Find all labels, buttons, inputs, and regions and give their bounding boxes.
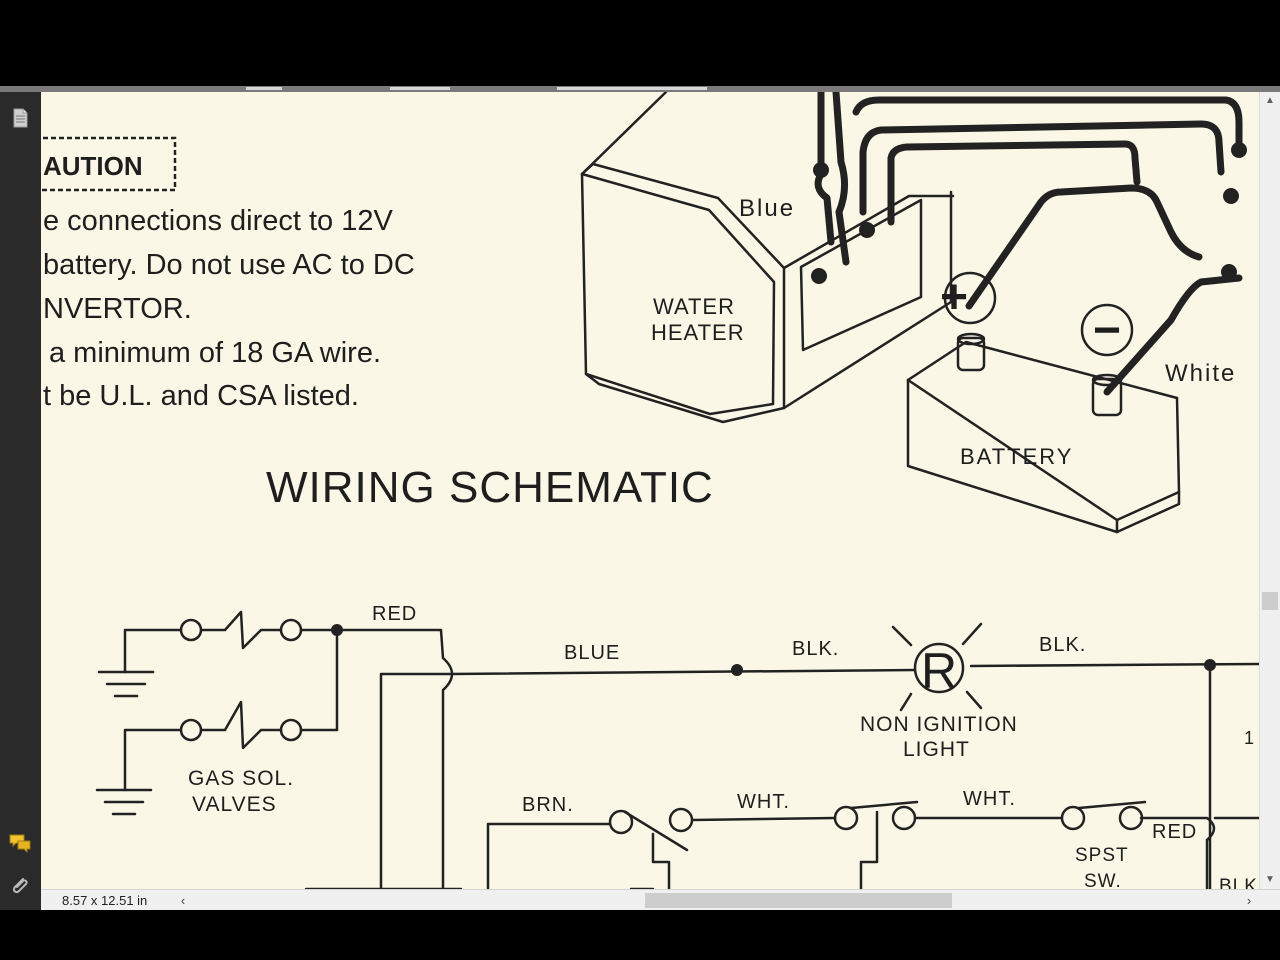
caution-line-5: t be U.L. and CSA listed. [43, 380, 359, 412]
label-red-top: RED [372, 603, 417, 625]
scroll-right-icon[interactable]: › [1246, 893, 1252, 908]
navigation-panel [0, 92, 41, 910]
battery-label: BATTERY [960, 444, 1073, 469]
status-bar: 8.57 x 12.51 in ‹ › [41, 889, 1280, 911]
label-blue: BLUE [564, 642, 620, 664]
caution-line-2: battery. Do not use AC to DC [43, 249, 415, 281]
non-ignition-light-symbol: R [921, 643, 957, 699]
attachment-icon[interactable] [6, 872, 34, 900]
label-spst-2: SW. [1084, 871, 1122, 889]
document-page: AUTION e connections direct to 12V batte… [41, 92, 1259, 889]
label-gas-sol-2: VALVES [192, 793, 277, 816]
caution-line-4: a minimum of 18 GA wire. [49, 337, 381, 369]
horizontal-scrollbar[interactable]: ‹ › [174, 890, 1280, 911]
caution-line-3: NVERTOR. [43, 293, 192, 325]
scroll-up-icon[interactable]: ▲ [1265, 95, 1275, 106]
label-non-ignition-1: NON IGNITION [860, 713, 1018, 736]
water-heater-label-2: HEATER [651, 320, 745, 345]
viewer-top-strip [0, 86, 1280, 92]
label-blk-2: BLK. [1039, 634, 1086, 656]
caution-line-1: e connections direct to 12V [43, 205, 393, 237]
wire-label-white: White [1165, 360, 1236, 387]
schematic-junctions [331, 624, 1216, 676]
horizontal-scroll-thumb[interactable] [645, 893, 952, 908]
water-heater-drawing [580, 92, 955, 424]
wire-junctions [811, 142, 1247, 284]
pages-icon[interactable] [6, 104, 34, 132]
strip-mark [246, 87, 282, 90]
label-wht-2: WHT. [963, 788, 1016, 810]
battery-minus-symbol: − [1093, 304, 1121, 357]
comments-icon[interactable] [6, 828, 34, 856]
screen-top-bezel [0, 0, 1280, 88]
battery-drawing [906, 271, 1181, 534]
wiring-schematic [95, 610, 1259, 889]
label-gas-sol-1: GAS SOL. [188, 767, 294, 790]
scroll-left-icon[interactable]: ‹ [180, 893, 186, 908]
battery-plus-symbol: + [940, 271, 968, 324]
strip-mark [390, 87, 450, 90]
vertical-scrollbar[interactable]: ▲ ▼ [1259, 92, 1280, 889]
label-red-bottom: RED [1152, 821, 1197, 843]
caution-heading: AUTION [43, 151, 143, 181]
label-edge-digit: 1 [1244, 728, 1254, 748]
label-blk-1: BLK. [792, 638, 839, 660]
label-brn: BRN. [522, 794, 574, 816]
wire-label-blue: Blue [739, 195, 795, 222]
water-heater-label-1: WATER [653, 294, 735, 319]
label-edge-blk: BLK [1219, 876, 1258, 889]
strip-mark [557, 87, 707, 90]
label-wht-1: WHT. [737, 791, 790, 813]
vertical-scroll-thumb[interactable] [1262, 592, 1278, 610]
scroll-down-icon[interactable]: ▼ [1265, 874, 1275, 885]
screen-bottom-bezel [0, 910, 1280, 960]
schematic-title: WIRING SCHEMATIC [266, 463, 714, 512]
label-spst-1: SPST [1075, 845, 1129, 866]
label-non-ignition-2: LIGHT [903, 738, 970, 761]
page-size-readout: 8.57 x 12.51 in [62, 893, 148, 908]
